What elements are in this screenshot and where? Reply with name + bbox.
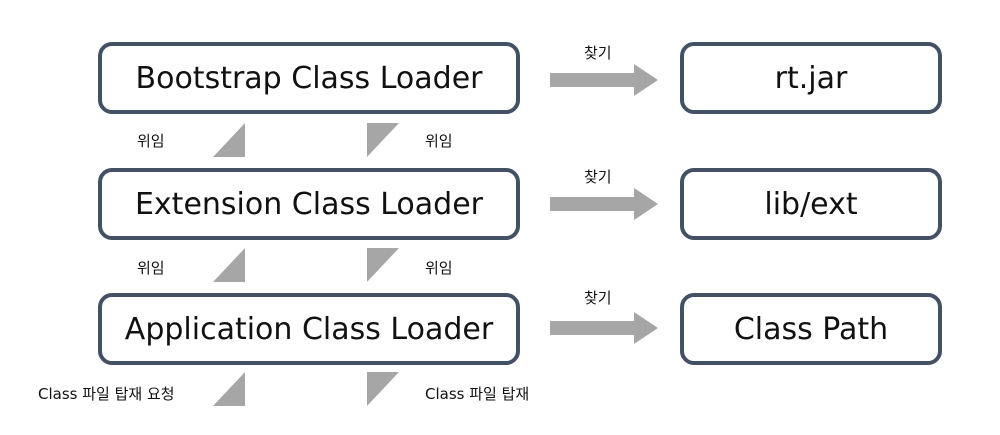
application-class-loader-box: Application Class Loader <box>98 293 520 365</box>
load-down-triangle <box>367 372 399 406</box>
delegate-label-left-2: 위임 <box>137 259 165 277</box>
delegate-up-triangle-1 <box>213 123 245 157</box>
delegate-label-left-1: 위임 <box>137 132 165 150</box>
rt-jar-label: rt.jar <box>774 60 848 96</box>
rt-jar-box: rt.jar <box>680 42 942 114</box>
class-file-load-request-label: Class 파일 탑재 요청 <box>38 385 175 403</box>
find-label-2: 찾기 <box>584 168 612 186</box>
class-path-label: Class Path <box>733 311 889 347</box>
extension-class-loader-label: Extension Class Loader <box>134 186 484 222</box>
class-path-box: Class Path <box>680 293 942 365</box>
find-arrow-2 <box>550 188 658 220</box>
bootstrap-class-loader-label: Bootstrap Class Loader <box>135 60 483 96</box>
find-label-3: 찾기 <box>584 289 612 307</box>
delegate-down-triangle-1 <box>367 123 399 157</box>
application-class-loader-label: Application Class Loader <box>124 311 494 347</box>
delegate-label-right-1: 위임 <box>425 132 453 150</box>
bootstrap-class-loader-box: Bootstrap Class Loader <box>98 42 520 114</box>
delegate-up-triangle-2 <box>213 248 245 282</box>
request-up-triangle <box>213 372 245 406</box>
extension-class-loader-box: Extension Class Loader <box>98 168 520 240</box>
lib-ext-box: lib/ext <box>680 168 942 240</box>
lib-ext-label: lib/ext <box>764 186 858 222</box>
delegate-label-right-2: 위임 <box>425 259 453 277</box>
find-arrow-1 <box>550 64 658 96</box>
find-label-1: 찾기 <box>584 44 612 62</box>
delegate-down-triangle-2 <box>367 248 399 282</box>
class-file-load-label: Class 파일 탑재 <box>425 385 530 403</box>
find-arrow-3 <box>550 312 658 344</box>
